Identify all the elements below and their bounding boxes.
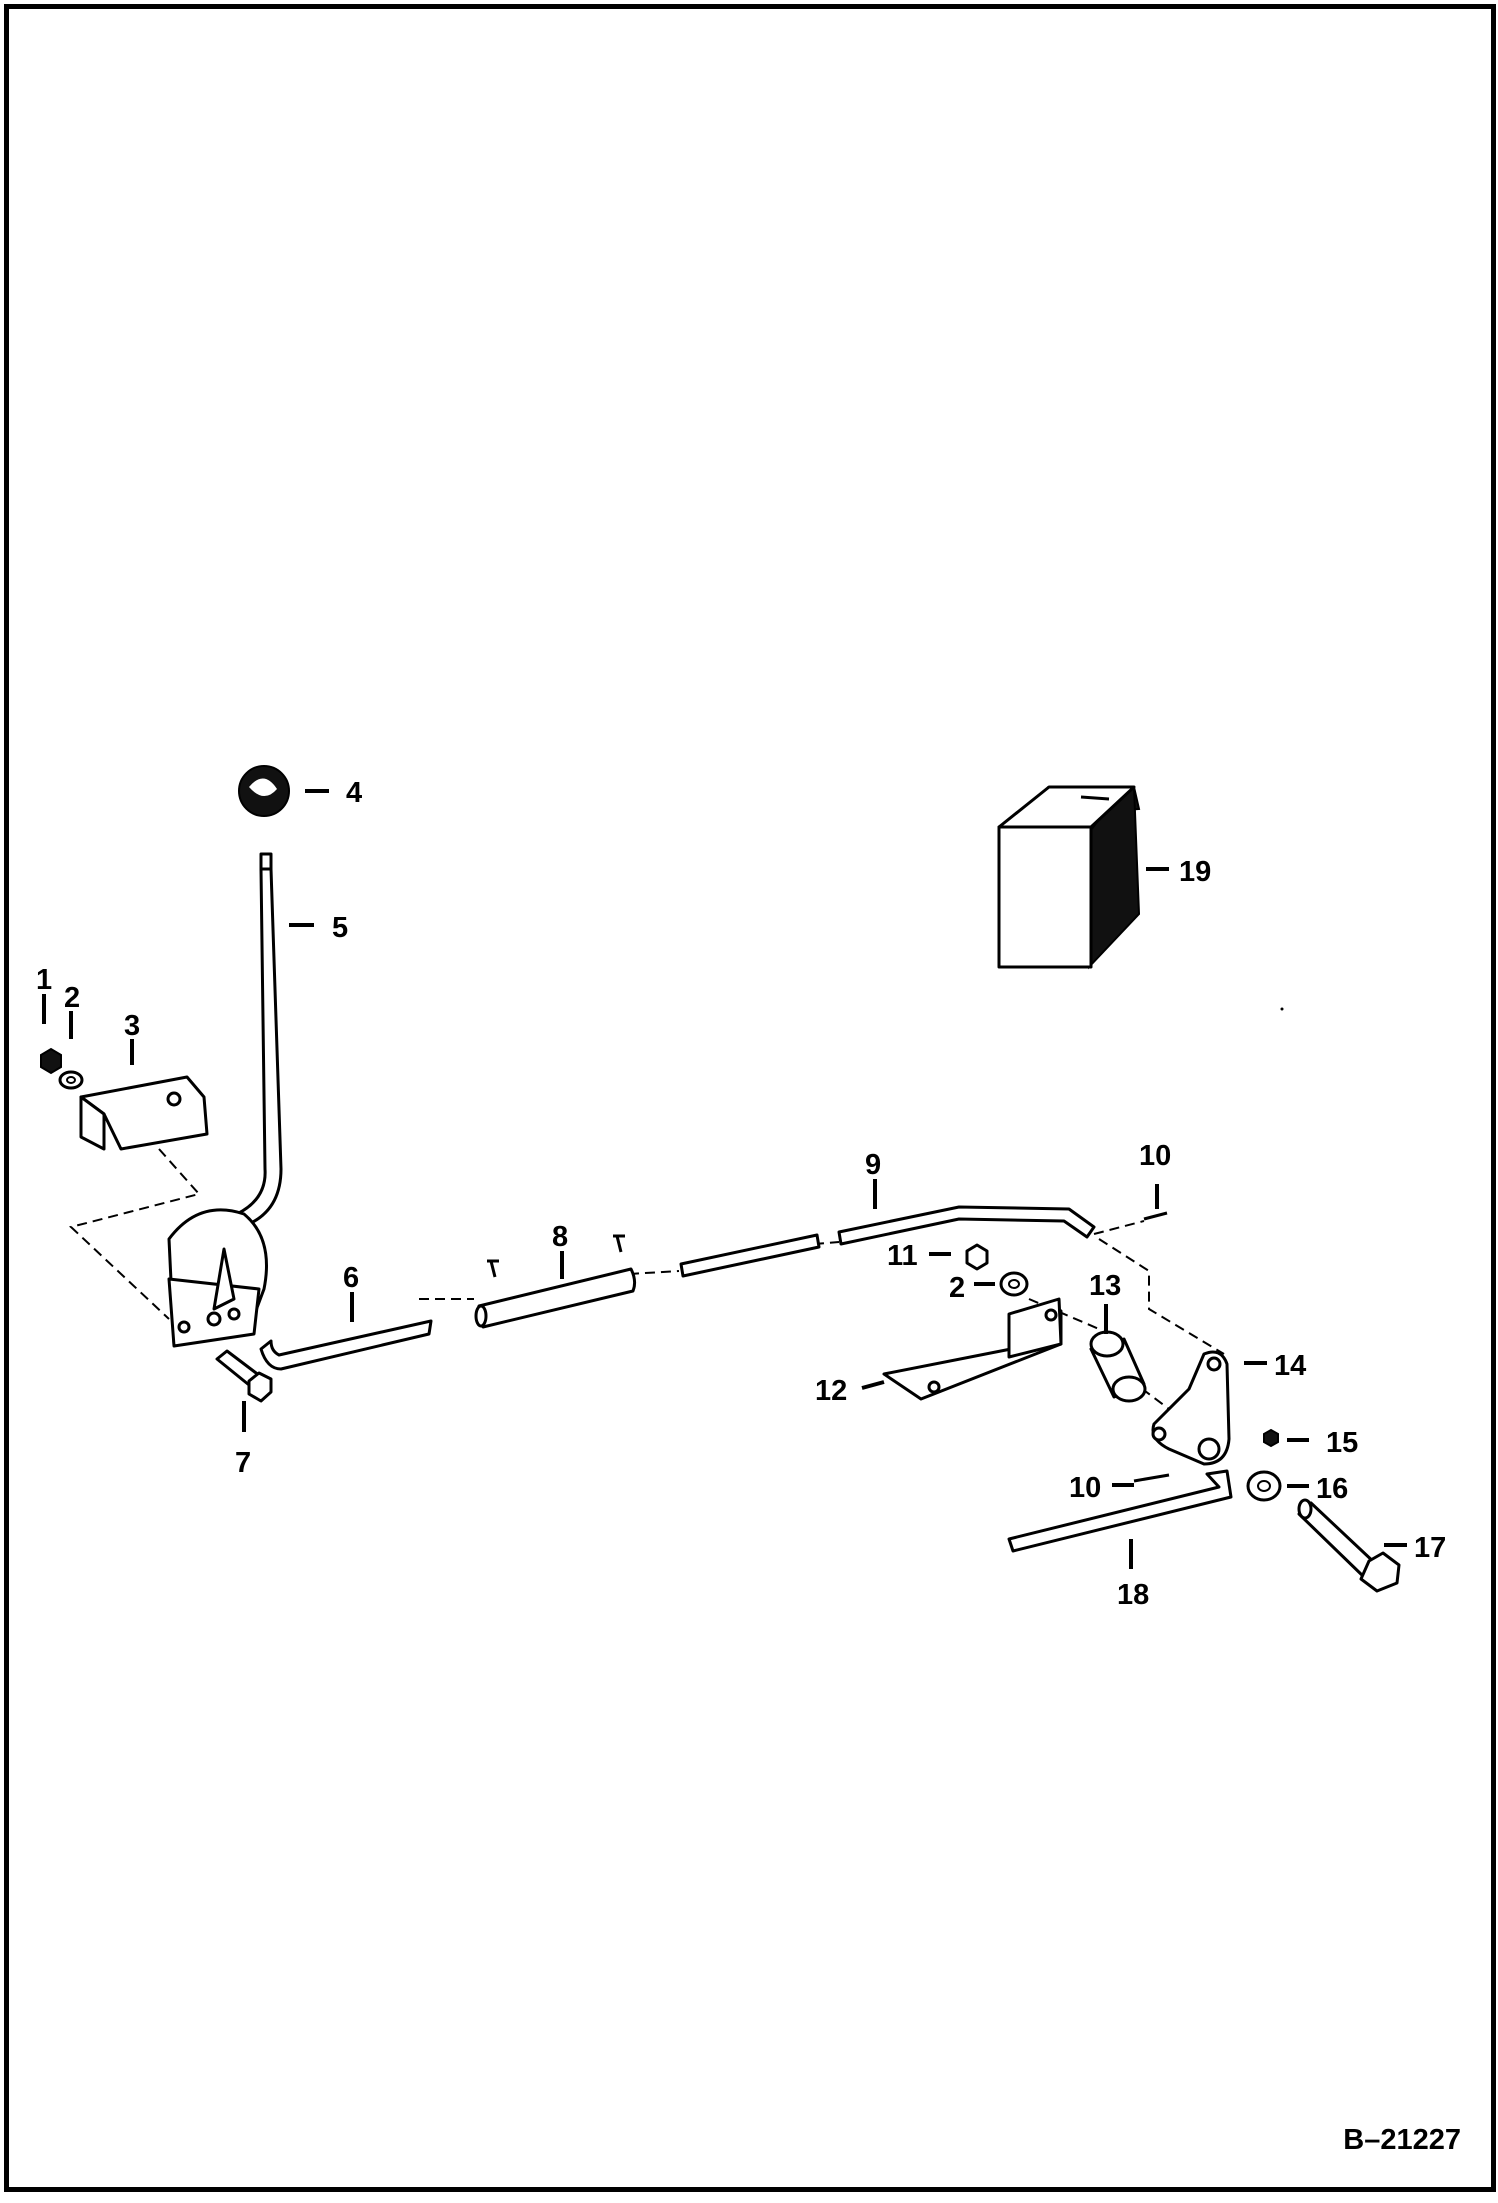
callout-6: 6	[343, 1262, 359, 1294]
callout-16: 16	[1316, 1473, 1348, 1505]
callout-1: 1	[36, 964, 52, 996]
speck	[1280, 1007, 1284, 1011]
lever-plate	[167, 1208, 268, 1348]
bracket-plate	[882, 1297, 1063, 1401]
leader-lines	[42, 789, 1407, 1569]
bracket	[79, 1075, 209, 1151]
bushing	[1089, 1330, 1147, 1403]
parts-diagram: 1 2 3 4 5 6 7 8 9 10 11 2 13 14 15 10 16…	[36, 765, 1446, 1611]
bolt-17	[1297, 1498, 1401, 1593]
callout-7: 7	[235, 1447, 251, 1479]
callout-10a: 10	[1139, 1140, 1171, 1172]
callout-4: 4	[346, 777, 362, 809]
nut-11	[965, 1243, 989, 1271]
washer	[58, 1070, 84, 1090]
box	[997, 785, 1141, 970]
callouts: 1 2 3 4 5 6 7 8 9 10 11 2 13 14 15 10 16…	[36, 777, 1446, 1611]
callout-12: 12	[815, 1375, 847, 1407]
callout-10b: 10	[1069, 1472, 1101, 1504]
callout-3: 3	[124, 1010, 140, 1042]
washer-2b	[999, 1271, 1029, 1297]
callout-15: 15	[1326, 1427, 1358, 1459]
callout-11: 11	[887, 1240, 918, 1272]
bolt-7	[215, 1349, 273, 1403]
lever-rod	[235, 852, 283, 1226]
washer-16	[1246, 1470, 1282, 1502]
connector-tube	[474, 1267, 637, 1329]
diagram-frame: 1 2 3 4 5 6 7 8 9 10 11 2 13 14 15 10 16…	[4, 4, 1496, 2192]
middle-rod	[679, 1233, 821, 1278]
callout-8: 8	[552, 1221, 568, 1253]
callout-2: 2	[64, 982, 80, 1014]
drawing-number: B–21227	[1343, 2124, 1461, 2156]
cotter-pin	[1133, 1211, 1170, 1483]
callout-9: 9	[865, 1149, 881, 1181]
callout-2b: 2	[949, 1272, 965, 1304]
callout-5: 5	[332, 912, 348, 944]
long-rod	[1007, 1469, 1233, 1553]
rod-9	[837, 1205, 1096, 1246]
nut-15	[1263, 1428, 1279, 1448]
callout-13: 13	[1089, 1270, 1121, 1302]
callout-14: 14	[1274, 1350, 1306, 1382]
knob	[238, 765, 290, 817]
pin	[487, 1234, 625, 1278]
callout-19: 19	[1179, 856, 1211, 888]
callout-18: 18	[1117, 1579, 1149, 1611]
bellcrank	[1151, 1350, 1231, 1466]
rod-6	[259, 1319, 433, 1371]
nut	[40, 1047, 62, 1075]
callout-17: 17	[1414, 1532, 1446, 1564]
